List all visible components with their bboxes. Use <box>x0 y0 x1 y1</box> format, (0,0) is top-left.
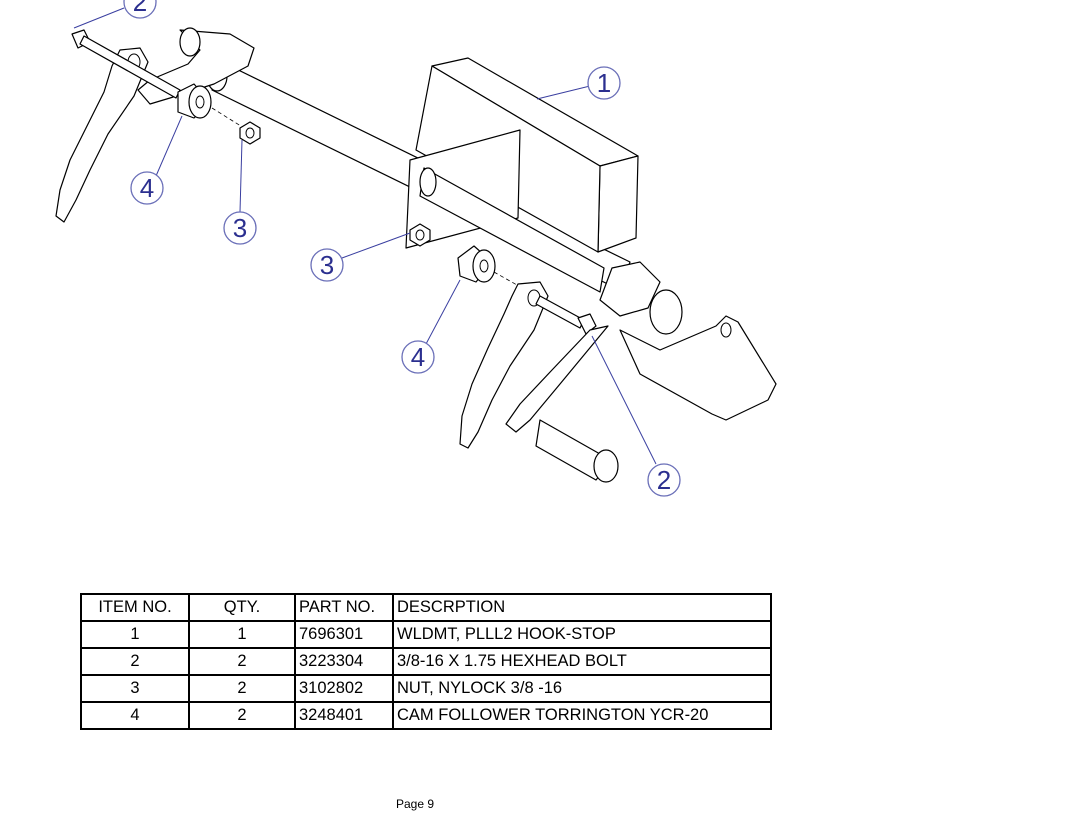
exploded-assembly-drawing: 1 2 2 3 3 4 4 <box>55 0 777 497</box>
balloon-4-center: 4 <box>401 279 461 374</box>
cell-qty: 2 <box>188 674 296 703</box>
right-bracket <box>505 261 777 483</box>
bom-header-row: ITEM NO. QTY. PART NO. DESCRPTION <box>80 593 772 622</box>
svg-text:3: 3 <box>233 213 247 243</box>
cell-qty: 2 <box>188 647 296 676</box>
table-row: 2 2 3223304 3/8-16 X 1.75 HEXHEAD BOLT <box>80 647 772 676</box>
balloon-4-left: 4 <box>130 115 183 205</box>
cell-item-no: 3 <box>80 674 190 703</box>
balloon-1: 1 <box>536 66 621 100</box>
right-bolt <box>535 295 597 335</box>
cell-part-no: 3102802 <box>294 674 394 703</box>
bill-of-materials-table: ITEM NO. QTY. PART NO. DESCRPTION 1 1 76… <box>80 593 772 730</box>
svg-text:2: 2 <box>133 0 147 17</box>
center-cam-follower <box>457 245 496 283</box>
cell-item-no: 2 <box>80 647 190 676</box>
table-row: 4 2 3248401 CAM FOLLOWER TORRINGTON YCR-… <box>80 701 772 730</box>
right-hook-plate <box>459 281 549 449</box>
cell-description: 3/8-16 X 1.75 HEXHEAD BOLT <box>392 647 772 676</box>
table-row: 1 1 7696301 WLDMT, PLLL2 HOOK-STOP <box>80 620 772 649</box>
header-description: DESCRPTION <box>392 593 772 622</box>
cell-item-no: 1 <box>80 620 190 649</box>
left-bolt <box>71 29 181 99</box>
cell-qty: 2 <box>188 701 296 730</box>
cell-part-no: 3223304 <box>294 647 394 676</box>
cell-part-no: 3248401 <box>294 701 394 730</box>
cell-description: NUT, NYLOCK 3/8 -16 <box>392 674 772 703</box>
header-item-no: ITEM NO. <box>80 593 190 622</box>
hook-stop-block <box>405 57 639 293</box>
balloon-2-bottom: 2 <box>591 335 681 497</box>
cell-qty: 1 <box>188 620 296 649</box>
header-qty: QTY. <box>188 593 296 622</box>
cell-description: WLDMT, PLLL2 HOOK-STOP <box>392 620 772 649</box>
svg-text:4: 4 <box>140 173 154 203</box>
cell-item-no: 4 <box>80 701 190 730</box>
svg-text:3: 3 <box>320 250 334 280</box>
cell-description: CAM FOLLOWER TORRINGTON YCR-20 <box>392 701 772 730</box>
left-cam-follower <box>177 83 212 119</box>
balloon-2-top: 2 <box>73 0 157 29</box>
svg-text:4: 4 <box>411 342 425 372</box>
balloon-3-center: 3 <box>310 232 411 282</box>
cell-part-no: 7696301 <box>294 620 394 649</box>
page-number: Page 9 <box>396 797 435 811</box>
svg-text:1: 1 <box>597 68 611 98</box>
balloon-3-left: 3 <box>223 139 257 245</box>
header-part-no: PART NO. <box>294 593 394 622</box>
center-nut <box>409 223 431 247</box>
left-nut <box>239 121 261 145</box>
svg-text:2: 2 <box>657 465 671 495</box>
table-row: 3 2 3102802 NUT, NYLOCK 3/8 -16 <box>80 674 772 703</box>
